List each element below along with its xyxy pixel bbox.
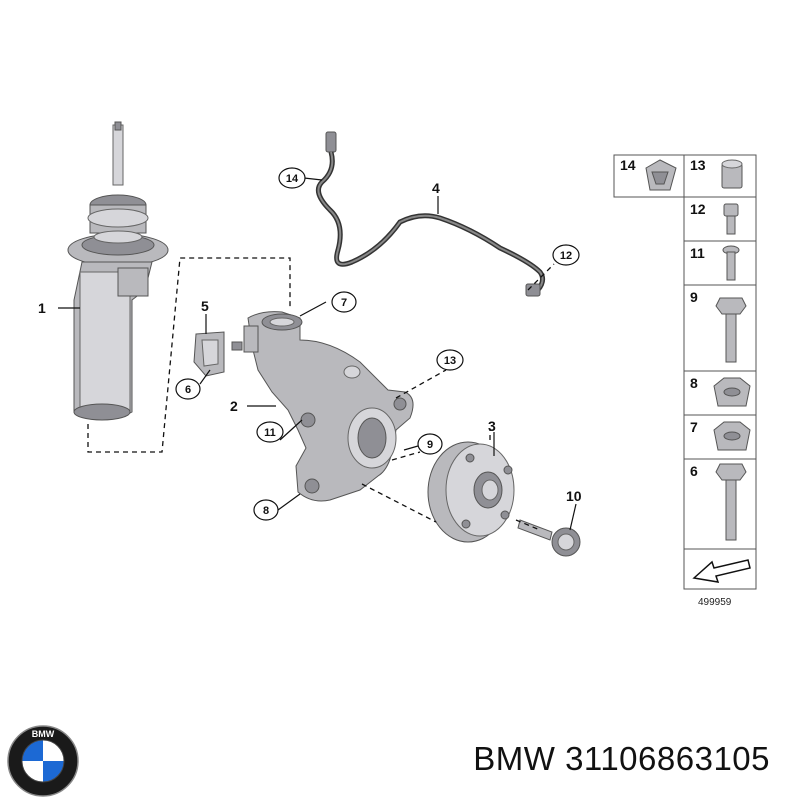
callout-12-circle: 12 bbox=[552, 244, 580, 266]
dash-12 bbox=[527, 263, 555, 291]
callout-7-circle: 7 bbox=[331, 291, 357, 313]
catalog-label-11: 11 bbox=[690, 245, 705, 261]
callout-4: 4 bbox=[432, 180, 440, 196]
callout-1: 1 bbox=[38, 300, 46, 316]
bracket-part bbox=[193, 331, 243, 377]
footer: BMW BMW 31106863105 bbox=[0, 700, 800, 800]
callout-7: 7 bbox=[341, 297, 347, 309]
callout-2: 2 bbox=[230, 398, 238, 414]
catalog-label-9: 9 bbox=[690, 289, 698, 305]
callout-14: 14 bbox=[286, 173, 299, 185]
catalog-label-12: 12 bbox=[690, 201, 706, 217]
callout-14-circle: 14 bbox=[278, 167, 306, 189]
dash-8 bbox=[361, 483, 437, 523]
abs-sensor-cable bbox=[315, 131, 546, 297]
callout-10: 10 bbox=[566, 488, 582, 504]
steering-knuckle bbox=[243, 311, 414, 502]
mounting-dash-line bbox=[87, 257, 291, 453]
callout-9-circle: 9 bbox=[417, 433, 443, 455]
fastener-catalog: 14 13 12 11 9 8 7 6 bbox=[613, 154, 757, 608]
callout-13-circle: 13 bbox=[436, 349, 464, 371]
bmw-logo: BMW bbox=[7, 725, 79, 797]
strut-assembly bbox=[67, 121, 169, 421]
callout-6: 6 bbox=[185, 384, 191, 396]
catalog-label-6: 6 bbox=[690, 463, 698, 479]
part-number-title: BMW 31106863105 bbox=[473, 740, 770, 777]
callout-12: 12 bbox=[560, 250, 572, 262]
callout-8-circle: 8 bbox=[253, 499, 279, 521]
callout-5: 5 bbox=[201, 298, 209, 314]
callout-8: 8 bbox=[263, 505, 269, 517]
catalog-label-13: 13 bbox=[690, 157, 706, 173]
catalog-label-7: 7 bbox=[690, 419, 698, 435]
callout-11: 11 bbox=[264, 427, 276, 439]
callout-3: 3 bbox=[488, 418, 496, 434]
dash-13 bbox=[395, 369, 447, 399]
svg-text:BMW: BMW bbox=[32, 729, 55, 739]
callout-6-circle: 6 bbox=[175, 378, 201, 400]
dash-9 bbox=[391, 451, 421, 461]
diagram-ref-number: 499959 bbox=[698, 597, 732, 608]
wheel-hub bbox=[427, 441, 515, 543]
callout-11-circle: 11 bbox=[256, 421, 284, 443]
dash-10 bbox=[515, 519, 541, 531]
callout-13: 13 bbox=[444, 355, 456, 367]
callout-9: 9 bbox=[427, 439, 433, 451]
catalog-label-8: 8 bbox=[690, 375, 698, 391]
catalog-label-14: 14 bbox=[620, 157, 636, 173]
